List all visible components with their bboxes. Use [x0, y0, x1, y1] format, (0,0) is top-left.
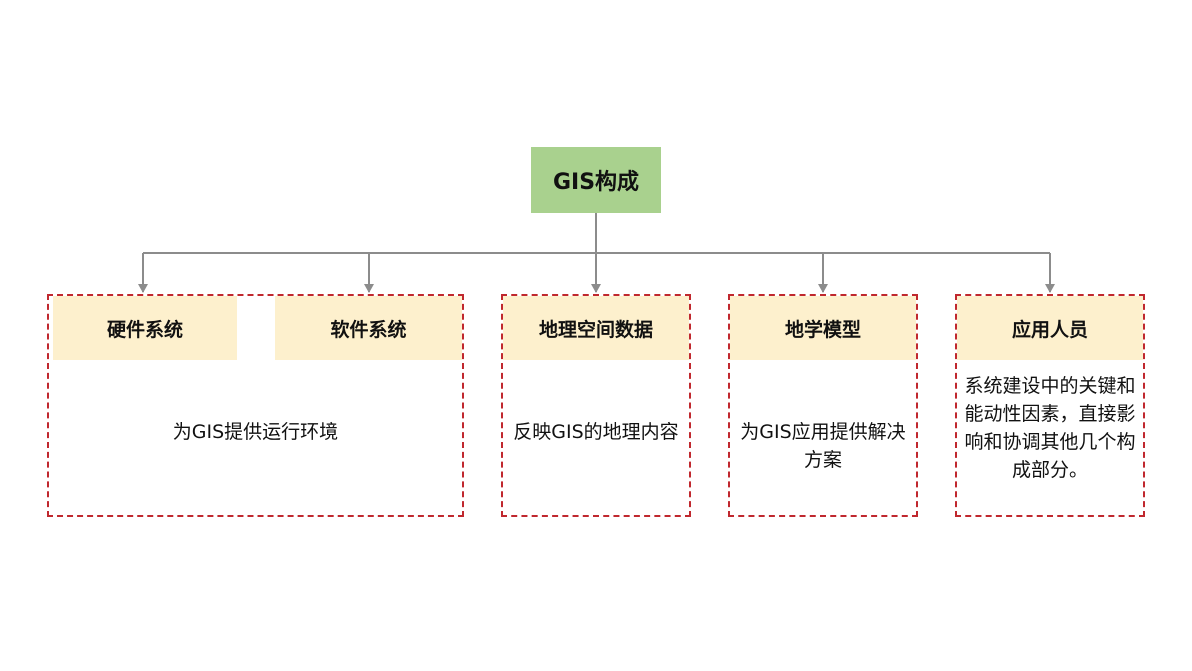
group-hardware-software: 硬件系统 软件系统 为GIS提供运行环境 — [47, 294, 464, 517]
header-model-label: 地学模型 — [784, 318, 861, 341]
header-hardware: 硬件系统 — [53, 296, 237, 360]
description-geodata: 反映GIS的地理内容 — [513, 421, 679, 443]
header-geodata: 地理空间数据 — [503, 296, 689, 360]
header-hardware-label: 硬件系统 — [106, 318, 183, 341]
description-personnel: 系统建设中的关键和能动性因素，直接影响和协调其他几个构成部分。 — [964, 375, 1136, 481]
group-geodata: 地理空间数据 反映GIS的地理内容 — [501, 294, 691, 517]
header-software: 软件系统 — [275, 296, 462, 360]
header-geodata-label: 地理空间数据 — [538, 318, 653, 341]
root-node: GIS构成 — [531, 147, 661, 213]
header-personnel-label: 应用人员 — [1011, 318, 1088, 341]
group-model: 地学模型 为GIS应用提供解决方案 — [728, 294, 918, 517]
description-model: 为GIS应用提供解决方案 — [740, 421, 906, 471]
header-personnel: 应用人员 — [957, 296, 1143, 360]
description-hardware-software: 为GIS提供运行环境 — [172, 421, 339, 443]
group-personnel: 应用人员 系统建设中的关键和能动性因素，直接影响和协调其他几个构成部分。 — [955, 294, 1145, 517]
header-software-label: 软件系统 — [330, 318, 407, 341]
header-model: 地学模型 — [730, 296, 916, 360]
root-node-label: GIS构成 — [552, 170, 640, 195]
